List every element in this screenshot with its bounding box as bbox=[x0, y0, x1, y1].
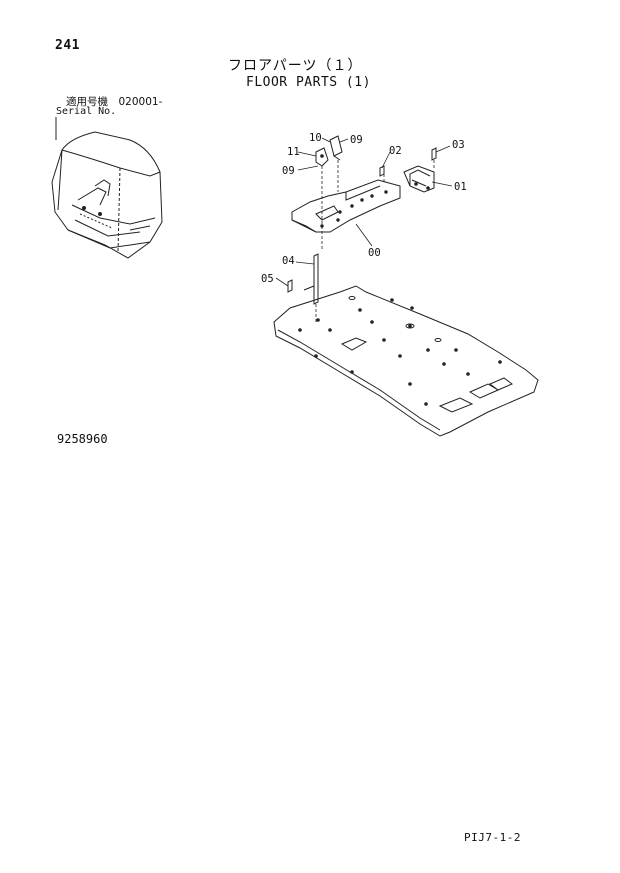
rod-04 bbox=[303, 253, 319, 305]
page-code: PIJ7-1-2 bbox=[464, 831, 521, 844]
callout-01: 01 bbox=[454, 181, 467, 193]
bolt-03 bbox=[431, 147, 437, 161]
callout-09-b: 09 bbox=[282, 165, 295, 177]
serial-label-en: Serial No. bbox=[56, 106, 117, 117]
callout-02: 02 bbox=[389, 145, 402, 157]
bolt-05 bbox=[287, 279, 293, 293]
floor-panel-00 bbox=[291, 179, 401, 233]
callout-00: 00 bbox=[368, 247, 381, 259]
callout-11: 11 bbox=[287, 146, 300, 158]
floor-plate-main bbox=[273, 285, 539, 437]
page-number: 241 bbox=[55, 38, 80, 53]
bracket-10 bbox=[329, 135, 343, 161]
bracket-11 bbox=[315, 147, 329, 167]
page-title-jp: フロアパーツ（１） bbox=[228, 58, 363, 74]
drawing-number: 9258960 bbox=[57, 432, 108, 446]
assembly-lines bbox=[315, 160, 435, 324]
callout-10: 10 bbox=[309, 132, 322, 144]
callout-03: 03 bbox=[452, 139, 465, 151]
page-title-en: FLOOR PARTS (1) bbox=[246, 75, 371, 90]
serial-label-jp: 適用号機 020001- bbox=[66, 96, 163, 108]
bracket-01 bbox=[403, 165, 435, 193]
callout-09-a: 09 bbox=[350, 134, 363, 146]
callout-05: 05 bbox=[261, 273, 274, 285]
leader-lines bbox=[275, 137, 453, 287]
cab-overview-illustration bbox=[51, 117, 163, 259]
callout-04: 04 bbox=[282, 255, 295, 267]
